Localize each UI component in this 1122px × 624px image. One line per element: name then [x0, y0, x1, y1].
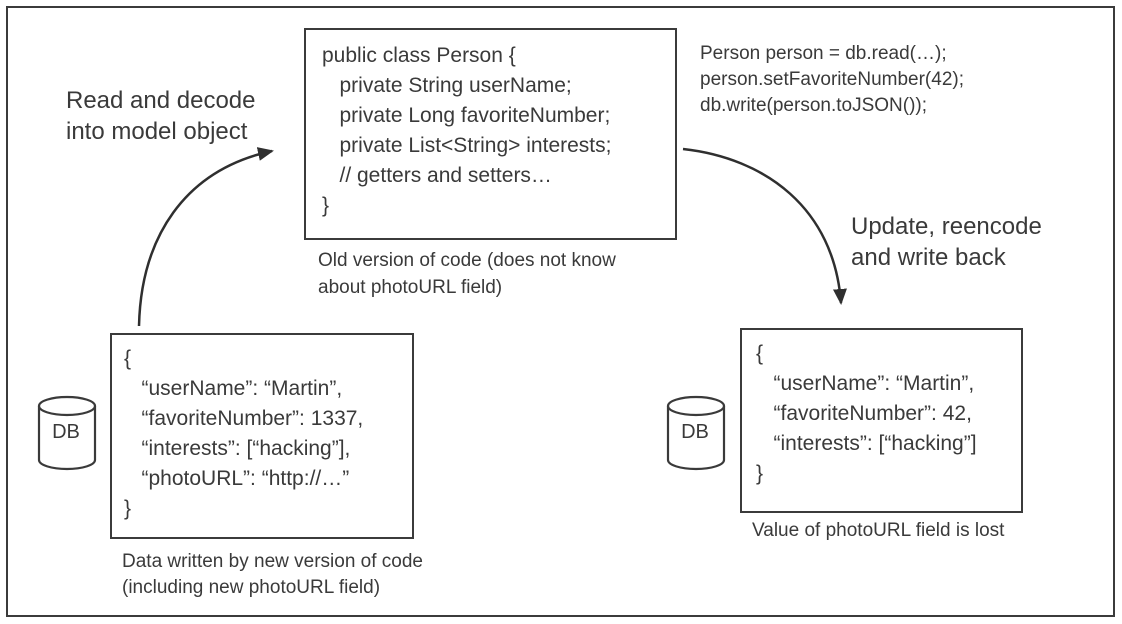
- db-cylinder-right: DB: [666, 395, 726, 473]
- db-label-right: DB: [681, 421, 709, 443]
- json-right-caption: Value of photoURL field is lost: [752, 520, 1005, 541]
- read-decode-label: Read and decode into model object: [66, 87, 256, 145]
- db-label-left: DB: [52, 421, 80, 443]
- db-cylinder-icon: [666, 395, 726, 471]
- app-code-snippet: Person person = db.read(…);person.setFav…: [700, 43, 964, 116]
- db-cylinder-icon: [37, 395, 97, 471]
- json-left-caption: Data written by new version of code (inc…: [122, 551, 423, 598]
- json-document-left: { “userName”: “Martin”, “favoriteNumber”…: [110, 333, 414, 539]
- update-write-label: Update, reencode and write back: [851, 213, 1042, 271]
- person-class-box: public class Person { private String use…: [304, 28, 677, 240]
- db-cylinder-left: DB: [37, 395, 97, 473]
- person-class-caption: Old version of code (does not know about…: [318, 250, 616, 298]
- json-document-right: { “userName”: “Martin”, “favoriteNumber”…: [740, 328, 1023, 513]
